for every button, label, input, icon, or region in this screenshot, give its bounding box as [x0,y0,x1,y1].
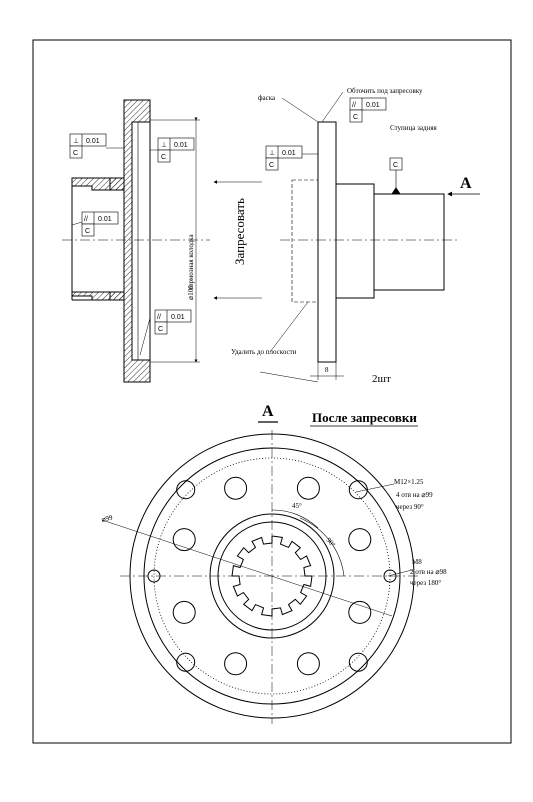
svg-text:C: C [393,162,398,169]
tolerance-frame-perp-left-2: ⊥ 0.01 C [157,137,195,163]
m8-hole [147,569,161,583]
m8-hole [383,569,397,583]
spline-hole [231,535,313,617]
bolt-hole [224,652,248,676]
svg-text:C: C [353,114,358,121]
view-a-letter: A [262,403,274,420]
threaded-hole [176,480,196,500]
dia-100-label: ⌀100 [187,285,195,300]
m8-label: M8 [412,558,422,566]
tolerance-frame-par-right: // 0.01 C [349,97,387,123]
bolt-hole [348,600,372,624]
svg-text:C: C [269,162,274,169]
tolerance-frame-perp-left-1: ⊥ 0.01 C [69,133,107,159]
brake-disc-label: тормозная колодка [187,234,195,290]
bolt-hole [296,652,320,676]
svg-text:⊥: ⊥ [269,150,275,157]
after-press-title: После запресовки [312,410,417,425]
svg-text:0.01: 0.01 [86,138,100,145]
disc-shaft-view [259,91,480,383]
removed-portion [291,179,319,303]
hub-step-label: Ступица задняя [390,124,438,132]
angle-45-label: 45° [292,502,302,510]
bolt-holes [147,476,397,676]
remove-label: Удалить до плоскости [231,348,297,356]
svg-text://: // [157,314,161,321]
bolt-hole [296,476,320,500]
svg-text:⊥: ⊥ [73,138,79,145]
threaded-hole [348,652,368,672]
bolt-hole [172,528,196,552]
tolerance-frame-perp-right: ⊥ 0.01 C [265,145,303,171]
threaded-hole [176,652,196,672]
m12-note-1: 4 отв на ⌀99 [396,491,433,499]
tolerance-frame-par-left-2: // 0.01 C [154,309,192,335]
svg-text:0.01: 0.01 [366,102,380,109]
hub-barrel-lower [71,291,125,301]
shaft-step [335,183,375,299]
tolerance-frame-par-left-1: // 0.01 C [81,211,119,237]
hub-section-view [62,99,210,383]
front-view-a [101,430,420,724]
chamfer-label: фаска [258,94,276,102]
svg-text://: // [352,102,356,109]
datum-c-box: C [389,157,403,171]
svg-text:C: C [158,326,163,333]
svg-text:⊥: ⊥ [161,142,167,149]
threaded-hole [348,480,368,500]
m12-label: M12×1.25 [394,478,424,486]
m12-note-2: через 90° [396,503,424,511]
drawing-frame [32,39,512,744]
hub-barrel-upper [71,177,125,191]
svg-text://: // [84,216,88,223]
svg-text:C: C [161,154,166,161]
dia-99-label: ⌀99 [101,513,114,524]
qty-label: 2шт [372,373,391,385]
grind-label: Обточить под запресовку [347,87,423,95]
press-fit-label: Запресовать [232,198,247,265]
shaft [373,193,445,291]
m8-note-1: 2 отв на ⌀98 [410,568,447,576]
view-a-arrow-letter: A [460,175,472,192]
disc-plate [317,121,337,363]
svg-text:0.01: 0.01 [174,142,188,149]
bolt-hole [224,476,248,500]
bolt-hole [348,528,372,552]
dim-8-label: 8 [325,366,329,374]
svg-text:0.01: 0.01 [282,150,296,157]
svg-text:0.01: 0.01 [171,314,185,321]
bolt-hole [172,600,196,624]
svg-text:C: C [73,150,78,157]
svg-text:C: C [85,228,90,235]
m8-note-2: через 180° [410,579,441,587]
svg-text:0.01: 0.01 [98,216,112,223]
